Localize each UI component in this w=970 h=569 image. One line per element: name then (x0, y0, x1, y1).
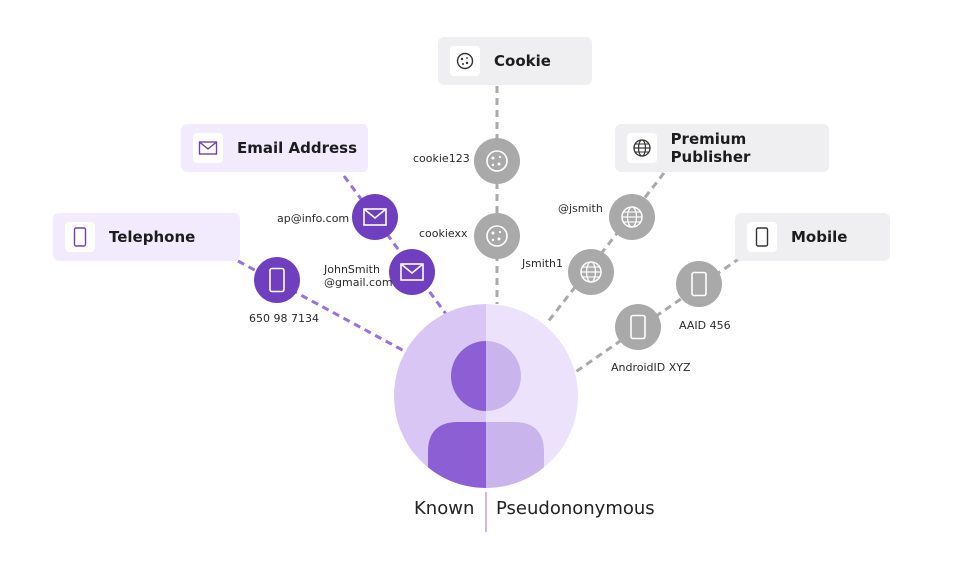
mobile-phone-icon (630, 314, 646, 340)
label-johnsmith-line1: JohnSmith (324, 263, 380, 276)
legend-known: Known (414, 498, 475, 519)
label-cookie123: cookie123 (413, 152, 470, 165)
card-email-label: Email Address (237, 139, 358, 157)
envelope-icon (363, 208, 387, 226)
mobile-phone-icon (691, 271, 707, 297)
connector-telephone (237, 259, 407, 354)
node-ap-info (352, 194, 398, 240)
phone-icon (269, 267, 285, 293)
node-cookie123 (474, 138, 520, 184)
node-jsmith1 (568, 249, 614, 295)
label-aaid: AAID 456 (679, 319, 731, 332)
mobile-phone-icon (747, 222, 777, 252)
cookie-icon (450, 46, 480, 76)
cookie-icon (486, 150, 508, 172)
label-jsmith1: Jsmith1 (522, 257, 564, 270)
node-jsmith-at (609, 194, 655, 240)
envelope-icon (400, 263, 424, 281)
card-cookie-label: Cookie (494, 52, 551, 70)
globe-icon (580, 261, 602, 283)
card-premium-publisher: Premium Publisher (615, 124, 829, 172)
phone-icon (65, 222, 95, 252)
node-johnsmith (389, 249, 435, 295)
label-phone-number: 650 98 7134 (249, 312, 319, 325)
connector-premium (545, 172, 666, 324)
globe-icon (621, 206, 643, 228)
node-aaid (676, 261, 722, 307)
card-telephone-label: Telephone (109, 228, 196, 246)
envelope-icon (193, 133, 223, 163)
label-androidid: AndroidID XYZ (611, 361, 691, 374)
card-mobile: Mobile (735, 213, 890, 261)
card-cookie: Cookie (438, 37, 592, 85)
label-cookiexx: cookiexx (419, 227, 468, 240)
cookie-icon (486, 225, 508, 247)
node-telephone (254, 257, 300, 303)
card-telephone: Telephone (53, 213, 240, 261)
label-johnsmith-line2: @gmail.com (324, 276, 393, 289)
node-cookiexx (474, 213, 520, 259)
card-premium-label: Premium Publisher (670, 130, 751, 166)
label-ap-info: ap@info.com (277, 212, 350, 225)
card-mobile-label: Mobile (791, 228, 848, 246)
connector-email (342, 175, 448, 315)
card-email-address: Email Address (181, 124, 368, 172)
label-jsmith-at: @jsmith (558, 202, 603, 215)
node-androidid (615, 304, 661, 350)
globe-icon (627, 133, 657, 163)
person-avatar-icon (394, 304, 578, 488)
legend-pseudonymous: Pseudononymous (496, 498, 655, 519)
